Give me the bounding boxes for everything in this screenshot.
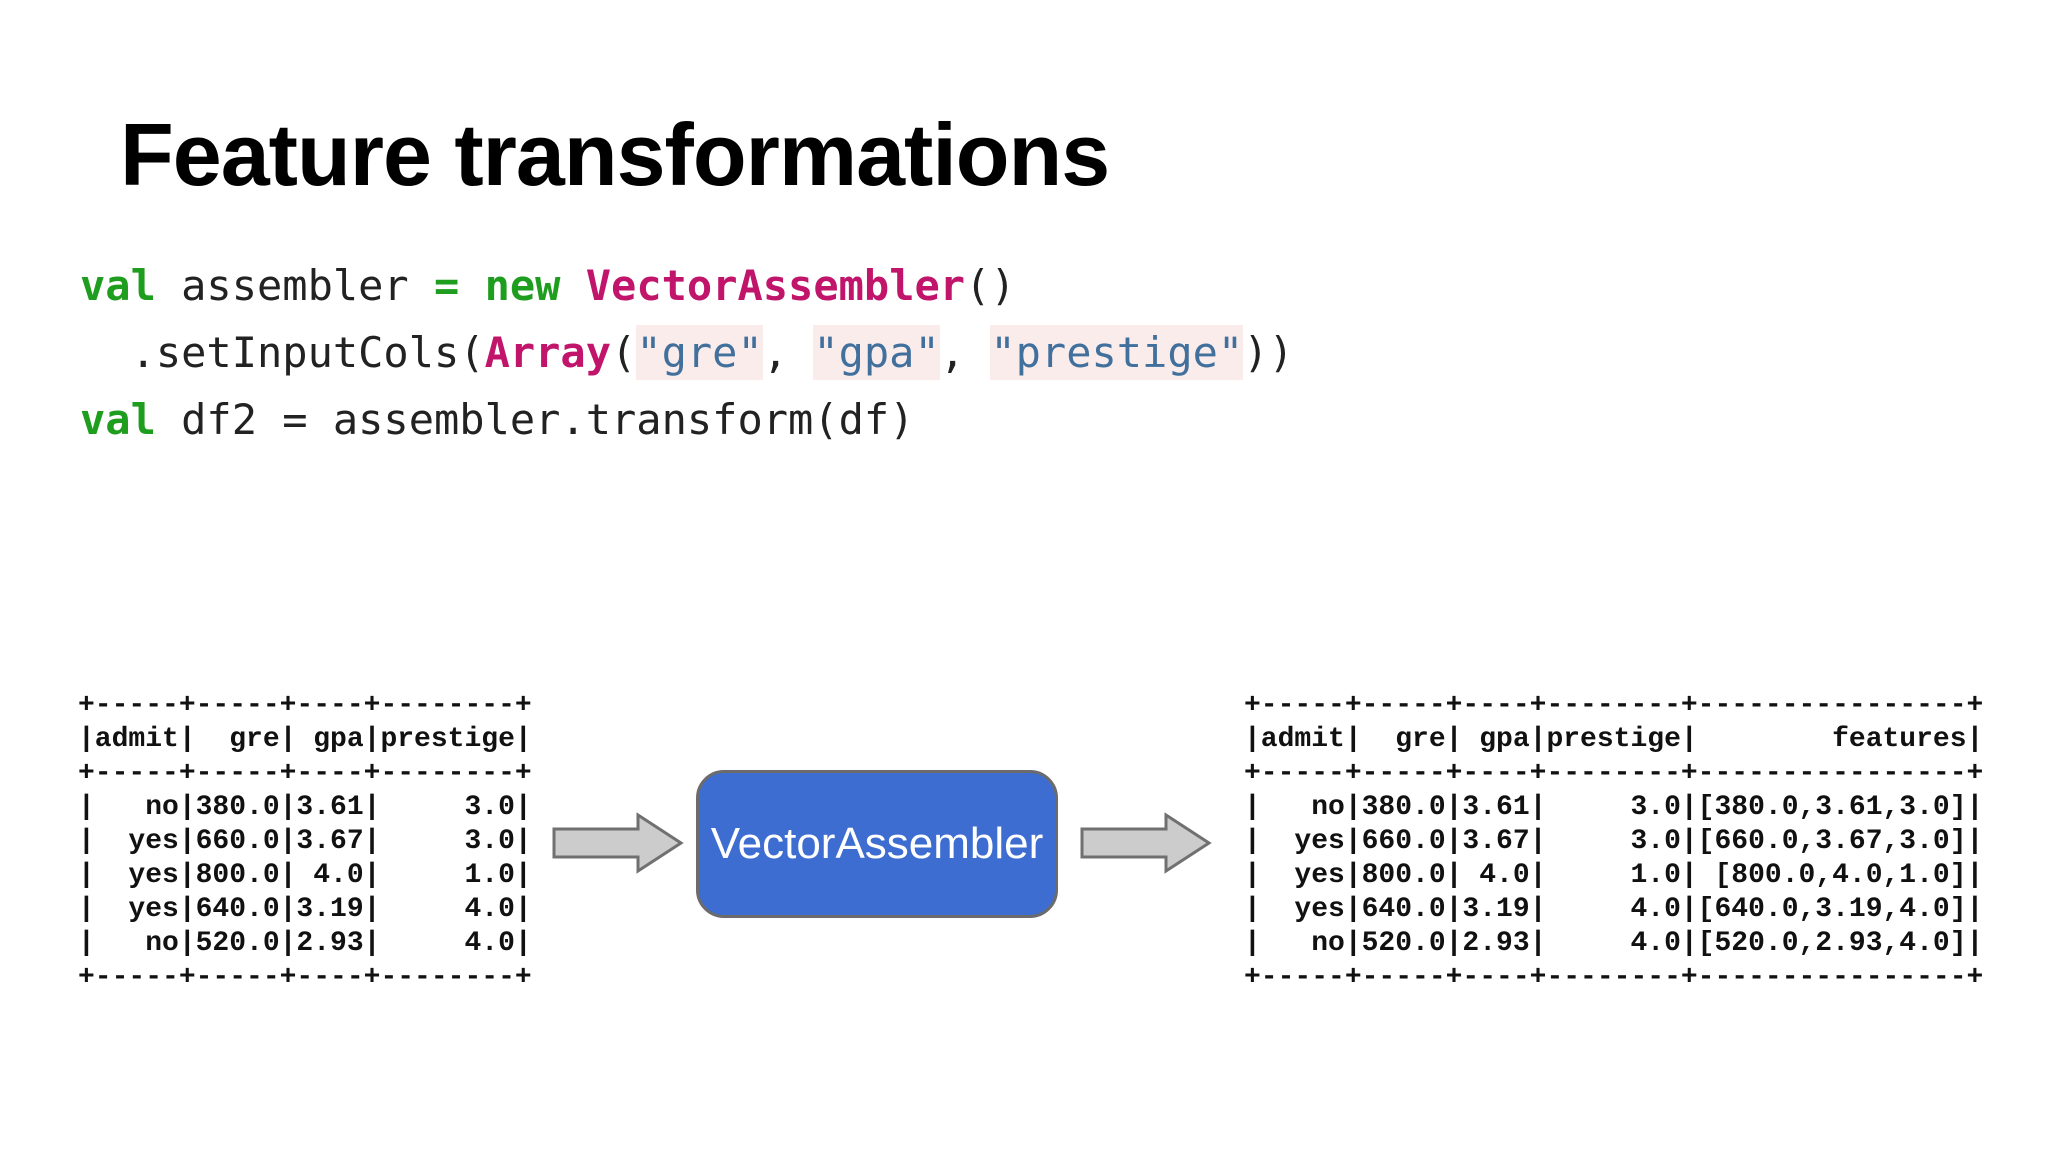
code-line: val df2 = assembler.transform(df) (80, 386, 1294, 453)
code-line: val assembler = new VectorAssembler() (80, 252, 1294, 319)
code-token: Array (484, 328, 612, 377)
code-token: .setInputCols( (80, 328, 485, 377)
slide-title: Feature transformations (120, 105, 1110, 204)
code-token (459, 261, 484, 310)
code-token (560, 261, 585, 310)
code-token: ( (611, 328, 637, 377)
vector-assembler-box: VectorAssembler (696, 770, 1058, 918)
vector-assembler-label: VectorAssembler (710, 819, 1044, 868)
code-token: val (80, 395, 156, 444)
code-line: .setInputCols(Array("gre", "gpa", "prest… (80, 319, 1294, 386)
code-token: () (965, 261, 1016, 310)
code-token: new (484, 261, 561, 310)
code-token: "prestige" (990, 325, 1244, 380)
code-block: val assembler = new VectorAssembler() .s… (80, 252, 1294, 453)
code-token: val (80, 261, 156, 310)
code-token: "gpa" (813, 325, 940, 380)
code-token: df2 = assembler.transform(df) (155, 395, 915, 444)
output-table: +-----+-----+----+--------+-------------… (1244, 690, 1984, 993)
code-token: "gre" (636, 325, 763, 380)
code-token: )) (1243, 328, 1294, 377)
code-token: VectorAssembler (585, 261, 966, 310)
code-token: = (434, 261, 460, 310)
arrow-right-icon (1080, 812, 1212, 874)
arrow-right-icon (552, 812, 684, 874)
code-token: , (762, 328, 814, 377)
input-table: +-----+-----+----+--------+ |admit| gre|… (78, 690, 532, 993)
code-token: assembler (155, 261, 435, 310)
code-token: , (939, 328, 991, 377)
